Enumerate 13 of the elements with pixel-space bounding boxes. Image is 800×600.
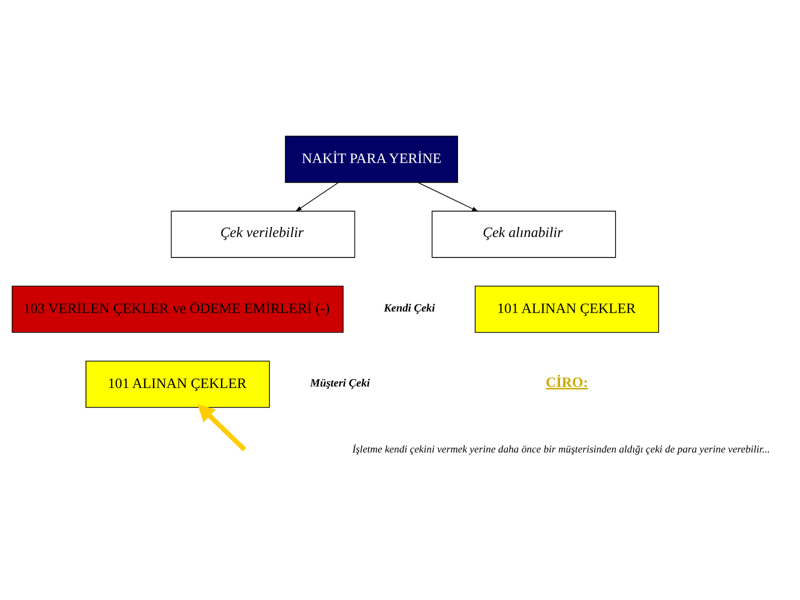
node-box: 101 ALINAN ÇEKLER: [474, 285, 660, 332]
node-label: Müşteri Çeki: [310, 376, 370, 389]
node-box: 101 ALINAN ÇEKLER: [86, 360, 270, 408]
node-label: Kendi Çeki: [384, 302, 435, 314]
label: İşletme kendi çekini vermek yerine daha önce bir müşterisinden aldığı çeki de para yerine verebilir...: [352, 444, 770, 455]
node-box: NAKİT PARA YERİNE: [284, 135, 458, 182]
node-box: Çek alınabilir: [432, 210, 616, 258]
arrow: [197, 404, 246, 451]
arrow: [295, 182, 339, 212]
label: CİRO:: [546, 374, 588, 390]
arrow: [418, 182, 478, 212]
node-box: Çek verilebilir: [170, 210, 356, 258]
node-box: 103 VERİLEN ÇEKLER ve ÖDEME EMİRLERİ (-): [12, 285, 344, 332]
